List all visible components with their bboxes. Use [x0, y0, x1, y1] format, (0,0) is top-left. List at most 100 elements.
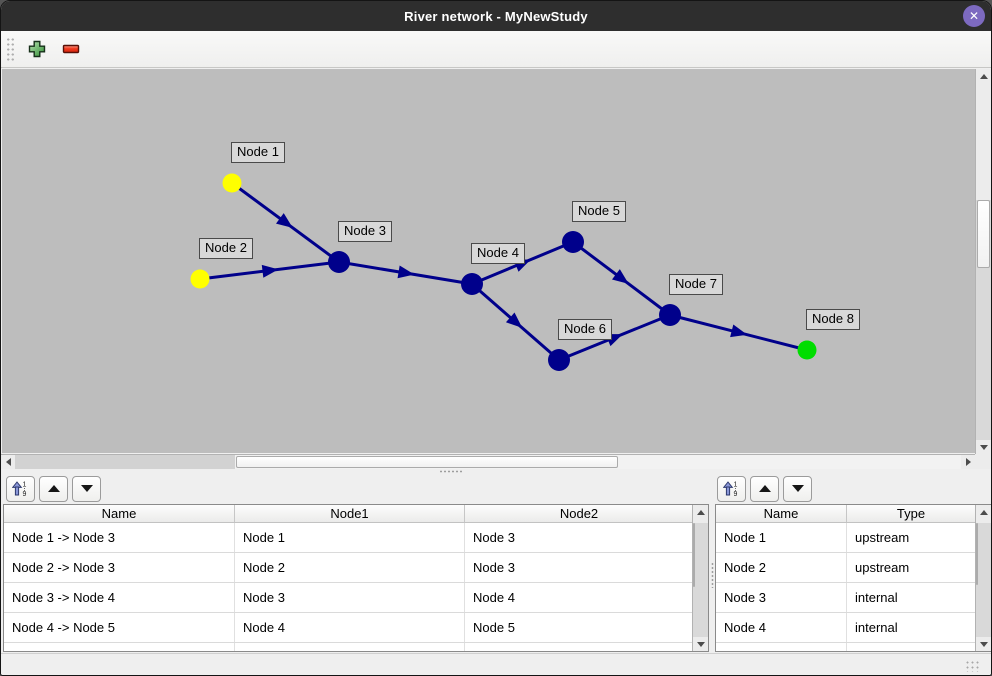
table-cell[interactable]: Node 2: [716, 553, 847, 582]
node-label[interactable]: Node 2: [199, 238, 253, 259]
node-node-3[interactable]: [328, 251, 350, 273]
horizontal-splitter[interactable]: [1, 469, 991, 474]
status-bar: [1, 653, 991, 675]
table-cell[interactable]: upstream: [847, 553, 976, 582]
table-row[interactable]: [716, 643, 991, 651]
node-node-4[interactable]: [461, 273, 483, 295]
remove-button[interactable]: [58, 36, 84, 62]
node-node-7[interactable]: [659, 304, 681, 326]
arrow-down-icon: [696, 641, 705, 647]
table-cell[interactable]: Node 5: [465, 613, 694, 642]
table-cell[interactable]: Node 3: [716, 583, 847, 612]
table-cell[interactable]: internal: [847, 613, 976, 642]
scroll-up-button[interactable]: [976, 69, 991, 83]
close-button[interactable]: ✕: [963, 5, 985, 27]
canvas-horizontal-scrollbar[interactable]: [1, 454, 975, 469]
sort-button[interactable]: 1 9: [6, 475, 35, 502]
move-down-button[interactable]: [783, 475, 812, 502]
node-label[interactable]: Node 3: [338, 221, 392, 242]
column-header[interactable]: Type: [847, 505, 976, 522]
table-cell[interactable]: [465, 643, 694, 651]
column-header[interactable]: Name: [4, 505, 235, 522]
table-cell[interactable]: Node 2: [235, 553, 465, 582]
nodes-table-scrollbar[interactable]: [975, 505, 991, 651]
scroll-down-button[interactable]: [693, 637, 708, 651]
move-up-button[interactable]: [750, 475, 779, 502]
scroll-thumb[interactable]: [977, 200, 990, 268]
table-cell[interactable]: internal: [847, 583, 976, 612]
canvas-vertical-scrollbar[interactable]: [975, 69, 991, 454]
table-cell[interactable]: Node 3: [465, 553, 694, 582]
table-cell[interactable]: Node 3: [465, 523, 694, 552]
scroll-left-button[interactable]: [1, 455, 15, 469]
node-label[interactable]: Node 4: [471, 243, 525, 264]
scroll-trough[interactable]: [15, 455, 961, 469]
table-cell[interactable]: Node 3 -> Node 4: [4, 583, 235, 612]
scroll-down-button[interactable]: [976, 637, 991, 651]
table-cell[interactable]: Node 4: [235, 613, 465, 642]
node-node-5[interactable]: [562, 231, 584, 253]
table-row[interactable]: [4, 643, 708, 651]
scroll-right-button[interactable]: [961, 455, 975, 469]
scroll-trough[interactable]: [693, 519, 708, 637]
titlebar[interactable]: River network - MyNewStudy ✕: [1, 1, 991, 31]
table-cell[interactable]: Node 4: [716, 613, 847, 642]
scroll-thumb[interactable]: [693, 523, 695, 587]
node-label[interactable]: Node 7: [669, 274, 723, 295]
toolbar-grip[interactable]: [5, 36, 14, 62]
move-down-button[interactable]: [72, 475, 101, 502]
column-header[interactable]: Node2: [465, 505, 694, 522]
scroll-up-button[interactable]: [976, 505, 991, 519]
table-cell[interactable]: [847, 643, 976, 651]
scroll-trough[interactable]: [976, 83, 991, 440]
node-node-8[interactable]: [797, 340, 817, 360]
node-label[interactable]: Node 6: [558, 319, 612, 340]
vertical-splitter[interactable]: [711, 474, 715, 653]
node-node-6[interactable]: [548, 349, 570, 371]
scroll-thumb[interactable]: [976, 523, 978, 585]
triangle-up-icon: [758, 485, 771, 492]
flow-arrow-icon: [261, 264, 279, 278]
network-canvas[interactable]: Node 1 Node 2 Node 3 Node 4 Node 5 Node 6 Node…: [2, 69, 975, 453]
table-cell[interactable]: Node 4 -> Node 5: [4, 613, 235, 642]
table-cell[interactable]: Node 1: [235, 523, 465, 552]
column-header[interactable]: Name: [716, 505, 847, 522]
table-cell[interactable]: [4, 643, 235, 651]
node-label[interactable]: Node 8: [806, 309, 860, 330]
scroll-down-button[interactable]: [976, 440, 991, 454]
node-label[interactable]: Node 5: [572, 201, 626, 222]
table-cell[interactable]: upstream: [847, 523, 976, 552]
table-cell[interactable]: Node 1 -> Node 3: [4, 523, 235, 552]
add-button[interactable]: [24, 36, 50, 62]
column-header[interactable]: Node1: [235, 505, 465, 522]
node-node-2[interactable]: [190, 269, 210, 289]
table-cell[interactable]: Node 4: [465, 583, 694, 612]
node-node-1[interactable]: [222, 173, 242, 193]
scrollbar-corner: [975, 454, 991, 469]
table-cell[interactable]: [716, 643, 847, 651]
sort-button[interactable]: 1 9: [717, 475, 746, 502]
reaches-table-scrollbar[interactable]: [692, 505, 708, 651]
table-cell[interactable]: Node 2 -> Node 3: [4, 553, 235, 582]
resize-grip-icon[interactable]: [965, 660, 981, 672]
node-label[interactable]: Node 1: [231, 142, 285, 163]
move-up-button[interactable]: [39, 475, 68, 502]
table-cell[interactable]: Node 1: [716, 523, 847, 552]
table-cell[interactable]: [235, 643, 465, 651]
scroll-trough[interactable]: [976, 519, 991, 637]
scroll-up-button[interactable]: [693, 505, 708, 519]
table-cell[interactable]: Node 3: [235, 583, 465, 612]
scroll-thumb[interactable]: [236, 456, 618, 468]
